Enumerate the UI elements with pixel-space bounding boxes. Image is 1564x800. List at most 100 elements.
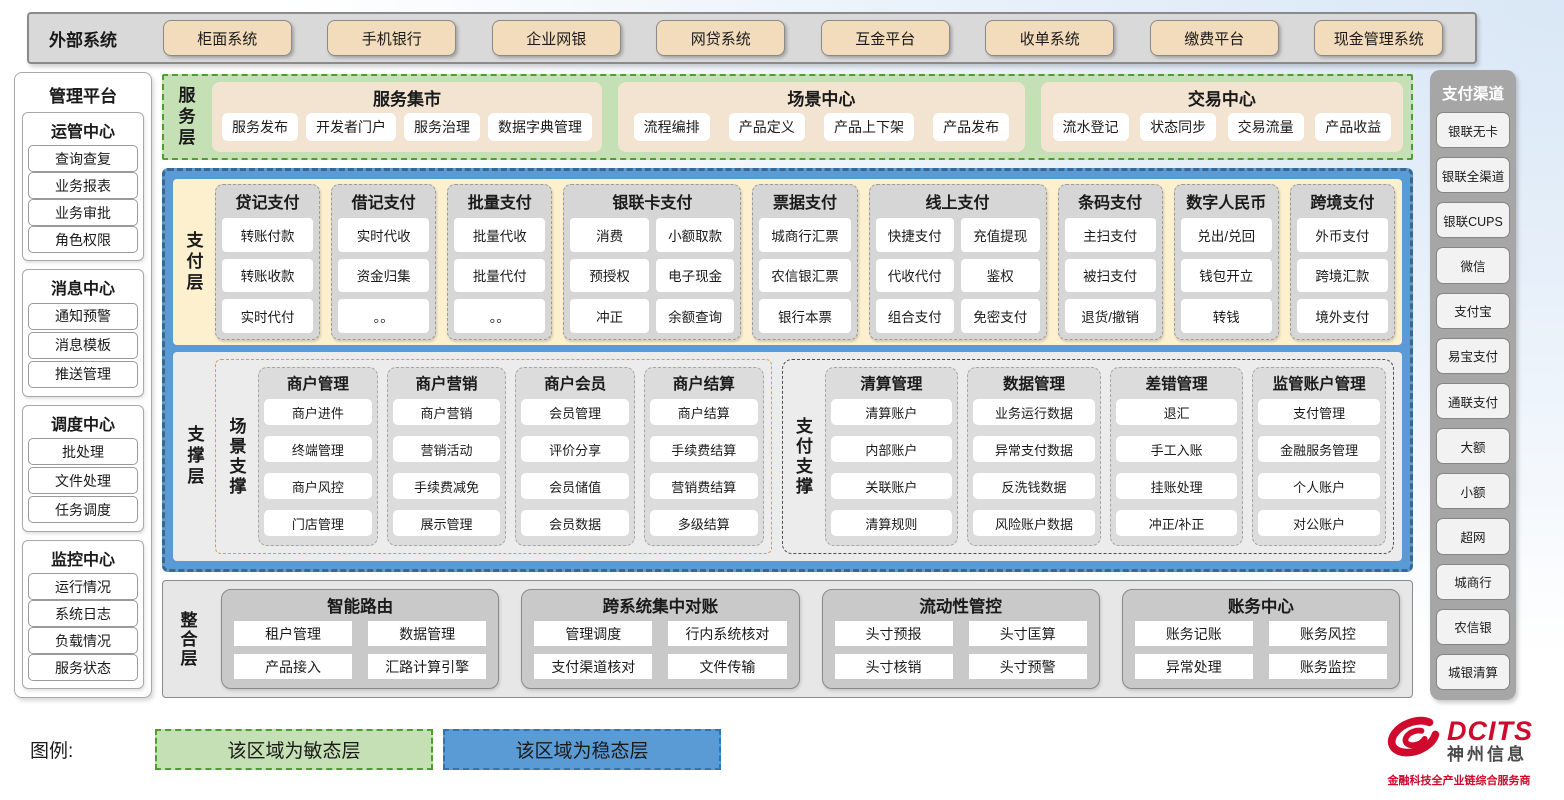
- integration-item: 行内系统核对: [668, 621, 787, 646]
- integration-panel: 流动性管控头寸预报头寸匡算头寸核销头寸预警: [821, 589, 1100, 689]
- logo-brand-text: DCITS: [1447, 716, 1533, 747]
- payment-item: 退货/撤销: [1064, 299, 1156, 333]
- management-group-items: 通知预警消息模板推送管理: [28, 302, 138, 389]
- channel-item: 通联支付: [1436, 382, 1510, 420]
- support-item: 风险账户数据: [973, 510, 1095, 536]
- channel-item: 易宝支付: [1436, 337, 1510, 374]
- integration-item: 租户管理: [234, 621, 353, 646]
- support-item: 商户风控: [264, 473, 372, 499]
- payment-item: 快捷支付: [875, 218, 955, 252]
- payment-layer-label: 支付层: [183, 230, 203, 294]
- integration-layer-label: 整合层: [177, 610, 197, 668]
- payment-group-title: 线上支付: [925, 195, 990, 212]
- external-systems: 柜面系统手机银行企业网银网贷系统互金平台收单系统缴费平台现金管理系统: [145, 20, 1461, 56]
- payment-item: 实时代收: [338, 218, 430, 252]
- payment-item: 转钱: [1180, 299, 1272, 333]
- management-item: 运行情况: [28, 573, 138, 600]
- support-group-title: 差错管理: [1145, 376, 1208, 393]
- service-item: 产品发布: [933, 113, 1010, 141]
- channel-item: 银联CUPS: [1436, 202, 1510, 239]
- service-item: 产品定义: [728, 113, 805, 141]
- payment-item: 代收代付: [875, 258, 955, 293]
- payment-item: 预授权: [570, 258, 649, 293]
- integration-item: 文件传输: [668, 654, 787, 679]
- payment-group-items: 主扫支付被扫支付退货/撤销: [1064, 218, 1156, 333]
- integration-item: 头寸预警: [968, 654, 1087, 679]
- service-panel: 服务集市服务发布开发者门户服务治理数据字典管理: [212, 82, 602, 152]
- support-layer-label: 支撑层: [184, 425, 204, 488]
- service-panel-items: 流程编排产品定义产品上下架产品发布: [628, 110, 1015, 144]
- support-item: 异常支付数据: [973, 436, 1095, 462]
- payment-item: 消费: [570, 218, 649, 252]
- support-group: 商户营销商户营销营销活动手续费减免展示管理: [386, 367, 507, 546]
- support-item: 挂账处理: [1115, 473, 1238, 499]
- support-group-items: 清算账户内部账户关联账户清算规则: [830, 396, 953, 539]
- support-group-items: 商户营销营销活动手续费减免展示管理: [392, 396, 501, 539]
- payment-group-title: 条码支付: [1078, 195, 1143, 212]
- external-systems-bar: 外部系统 柜面系统手机银行企业网银网贷系统互金平台收单系统缴费平台现金管理系统: [27, 12, 1477, 64]
- dcits-logo: DCITS 神州信息 金融科技全产业链综合服务商: [1370, 713, 1548, 788]
- management-item: 推送管理: [28, 360, 138, 388]
- support-item: 终端管理: [264, 436, 372, 462]
- support-group-items: 商户结算手续费结算营销费结算多级结算: [649, 396, 758, 539]
- integration-item: 账务监控: [1268, 654, 1387, 679]
- channel-item: 银联全渠道: [1436, 157, 1510, 194]
- payment-group-items: 批量代收批量代付。。: [454, 218, 546, 333]
- payment-group-items: 转账付款转账收款实时代付: [222, 218, 314, 333]
- support-section-label: 场景支撑: [226, 416, 246, 497]
- external-system-button: 缴费平台: [1149, 20, 1279, 56]
- support-item: 展示管理: [392, 510, 501, 536]
- service-panel: 场景中心流程编排产品定义产品上下架产品发布: [618, 82, 1025, 152]
- integration-panel: 跨系统集中对账管理调度行内系统核对支付渠道核对文件传输: [521, 589, 800, 689]
- service-item: 状态同步: [1140, 113, 1217, 141]
- support-item: 金融服务管理: [1258, 436, 1380, 462]
- external-system-button: 手机银行: [327, 20, 457, 56]
- external-system-button: 收单系统: [985, 20, 1115, 56]
- payment-item: 。。: [338, 299, 430, 333]
- legend-stable-layer: 该区域为稳态层: [443, 729, 721, 770]
- integration-item: 数据管理: [368, 621, 487, 646]
- support-group-items: 退汇手工入账挂账处理冲正/补正: [1115, 396, 1238, 539]
- payment-group-title: 批量支付: [467, 195, 532, 212]
- management-item: 负载情况: [28, 627, 138, 654]
- support-group: 清算管理清算账户内部账户关联账户清算规则: [824, 367, 959, 546]
- payment-group-title: 银联卡支付: [612, 195, 693, 212]
- support-section: 支付支撑清算管理清算账户内部账户关联账户清算规则数据管理业务运行数据异常支付数据…: [781, 359, 1394, 554]
- support-item: 支付管理: [1258, 399, 1380, 425]
- service-item: 流水登记: [1052, 113, 1129, 141]
- integration-panel-items: 租户管理数据管理产品接入汇路计算引擎: [234, 621, 487, 679]
- management-item: 消息模板: [28, 331, 138, 359]
- payment-item: 主扫支付: [1064, 218, 1156, 252]
- management-item: 角色权限: [28, 226, 138, 253]
- management-group-items: 运行情况系统日志负载情况服务状态: [28, 573, 138, 681]
- payment-group: 批量支付批量代收批量代付。。: [447, 184, 553, 340]
- legend-label: 图例:: [30, 741, 74, 762]
- service-panel-title: 交易中心: [1187, 90, 1256, 109]
- support-group-title: 商户营销: [415, 376, 478, 393]
- support-group-items: 业务运行数据异常支付数据反洗钱数据风险账户数据: [973, 396, 1095, 539]
- support-item: 营销费结算: [649, 473, 758, 499]
- payment-item: 被扫支付: [1064, 258, 1156, 293]
- integration-item: 产品接入: [234, 654, 353, 679]
- payment-group: 银联卡支付消费小额取款预授权电子现金冲正余额查询: [563, 184, 742, 340]
- support-group-title: 商户结算: [672, 376, 735, 393]
- payment-item: 充值提现: [961, 218, 1040, 252]
- payment-item: 农信银汇票: [759, 258, 851, 293]
- management-group-items: 查询查复业务报表业务审批角色权限: [28, 145, 138, 253]
- payment-group: 数字人民币兑出/兑回钱包开立转钱: [1173, 184, 1279, 340]
- support-group: 监管账户管理支付管理金融服务管理个人账户对公账户: [1252, 367, 1386, 546]
- payment-group: 贷记支付转账付款转账收款实时代付: [215, 184, 321, 340]
- support-item: 反洗钱数据: [973, 473, 1095, 499]
- support-group-title: 监管账户管理: [1272, 376, 1366, 393]
- channel-item: 银联无卡: [1436, 112, 1510, 149]
- service-item: 产品上下架: [823, 113, 914, 141]
- management-group-title: 消息中心: [50, 281, 115, 298]
- service-item: 流程编排: [633, 113, 710, 141]
- management-item: 业务审批: [28, 199, 138, 226]
- management-group-title: 监控中心: [50, 552, 115, 569]
- integration-panel: 账务中心账务记账账务风控异常处理账务监控: [1121, 589, 1400, 689]
- management-item: 任务调度: [28, 496, 138, 524]
- service-panel-items: 服务发布开发者门户服务治理数据字典管理: [222, 110, 592, 144]
- support-item: 商户进件: [264, 399, 372, 425]
- payment-group-items: 消费小额取款预授权电子现金冲正余额查询: [570, 218, 735, 333]
